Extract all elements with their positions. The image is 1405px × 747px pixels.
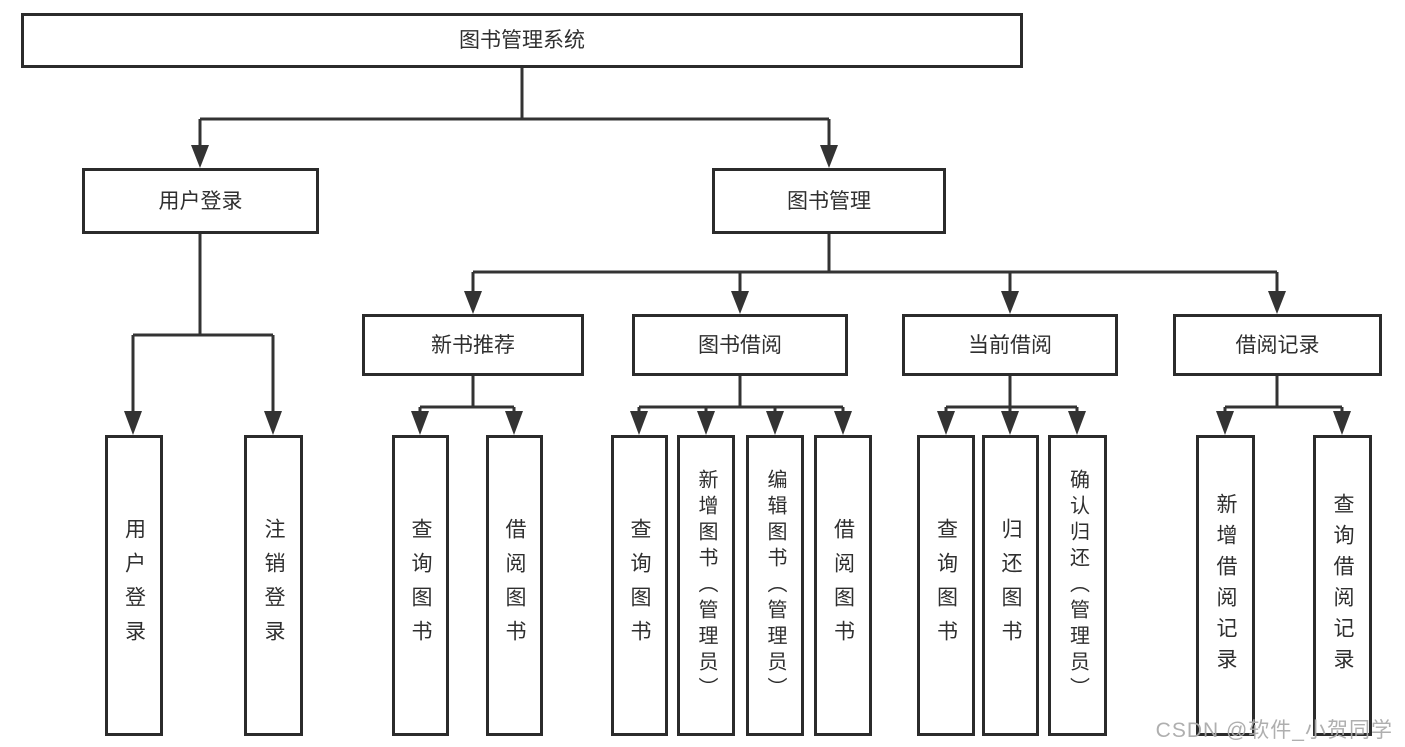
leaf-query-books-recommend: 查询图书 [392, 435, 449, 736]
node-label: 查询图书 [409, 517, 432, 654]
leaf-query-books-current: 查询图书 [917, 435, 975, 736]
leaf-edit-books-admin: 编辑图书（管理员） [746, 435, 804, 736]
leaf-borrow-books-borrowing: 借阅图书 [814, 435, 872, 736]
leaf-logout-login: 注销登录 [244, 435, 303, 736]
connector-arrowheads [124, 145, 1351, 435]
leaf-add-borrow-record: 新增借阅记录 [1196, 435, 1255, 736]
leaf-query-books-borrowing: 查询图书 [611, 435, 668, 736]
node-user-login: 用户登录 [82, 168, 319, 234]
node-label: 图书管理 [787, 189, 871, 213]
node-label: 新增借阅记录 [1214, 492, 1237, 679]
node-label: 查询借阅记录 [1331, 492, 1354, 679]
node-label: 当前借阅 [968, 333, 1052, 357]
node-label: 借阅图书 [503, 517, 526, 654]
node-library-management-system: 图书管理系统 [21, 13, 1023, 68]
node-label: 注销登录 [262, 517, 285, 654]
node-book-management: 图书管理 [712, 168, 946, 234]
node-borrowing-records: 借阅记录 [1173, 314, 1382, 376]
node-label: 用户登录 [158, 189, 243, 213]
csdn-watermark: CSDN @软件_小贺同学 [1155, 719, 1393, 742]
leaf-add-books-admin: 新增图书（管理员） [677, 435, 735, 736]
node-label: 图书管理系统 [459, 29, 585, 52]
node-label: 图书借阅 [698, 333, 782, 357]
node-label: 归还图书 [999, 517, 1022, 654]
node-label: 查询图书 [934, 517, 958, 654]
node-label: 借阅图书 [831, 517, 855, 654]
node-label: 确认归还（管理员） [1066, 468, 1089, 703]
node-label: 用户登录 [122, 517, 146, 654]
node-label: 编辑图书（管理员） [764, 468, 786, 703]
leaf-user-login: 用户登录 [105, 435, 163, 736]
node-book-borrowing: 图书借阅 [632, 314, 848, 376]
node-current-borrowing: 当前借阅 [902, 314, 1118, 376]
node-label: 查询图书 [628, 517, 651, 654]
node-label: 新书推荐 [431, 333, 515, 357]
node-label: 新增图书（管理员） [695, 468, 717, 703]
leaf-return-books: 归还图书 [982, 435, 1039, 736]
leaf-confirm-return-admin: 确认归还（管理员） [1048, 435, 1107, 736]
node-label: 借阅记录 [1235, 333, 1320, 357]
leaf-borrow-books-recommend: 借阅图书 [486, 435, 543, 736]
leaf-query-borrow-record: 查询借阅记录 [1313, 435, 1372, 736]
connector-paths [131, 68, 1344, 411]
node-new-book-recommendation: 新书推荐 [362, 314, 584, 376]
